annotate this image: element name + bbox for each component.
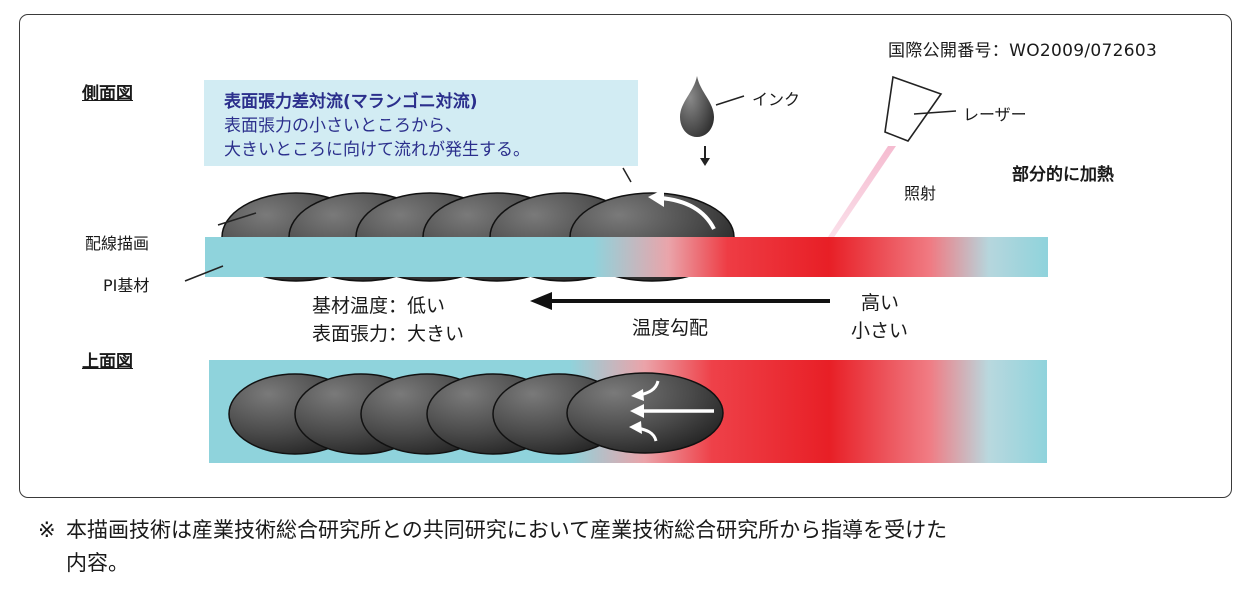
flow-arrow-icon: [648, 189, 716, 230]
diagram-frame: [19, 14, 1232, 498]
footnote: ※ 本描画技術は産業技術総合研究所との共同研究において産業技術総合研究所から指導を…: [38, 514, 1228, 580]
gradient-left-line1: 基材温度：低い: [312, 295, 446, 317]
marangoni-box: 表面張力差対流(マランゴニ対流) 表面張力の小さいところから、 大きいところに向…: [204, 80, 638, 166]
irradiation-label: 照射: [904, 184, 937, 203]
gradient-arrow: [530, 292, 830, 310]
substrate-pointer: [184, 265, 224, 282]
footnote-line2: 内容。: [66, 551, 129, 575]
top-view-title: 上面図: [82, 352, 133, 372]
top-flow-arrows-icon: [629, 380, 714, 442]
laser-beam: [818, 146, 896, 252]
wiring-pointer: [217, 212, 257, 226]
marangoni-line2: 表面張力の小さいところから、: [224, 116, 462, 136]
patent-number: 国際公開番号：WO2009/072603: [888, 41, 1158, 61]
marangoni-title: 表面張力差対流(マランゴニ対流): [224, 92, 478, 112]
marangoni-pointer: [622, 167, 632, 183]
gradient-left-line2: 表面張力：大きい: [312, 323, 465, 345]
side-view-title: 側面図: [82, 84, 133, 104]
laser-head-icon: [884, 75, 957, 142]
laser-label: レーザー: [963, 105, 1027, 124]
ink-label: インク: [752, 90, 801, 109]
side-substrate: [205, 237, 1048, 277]
partial-heating-label: 部分的に加熱: [1012, 165, 1114, 185]
gradient-right-line1: 高い: [861, 292, 900, 314]
wiring-label: 配線描画: [85, 234, 150, 253]
footnote-line1: 本描画技術は産業技術総合研究所との共同研究において産業技術総合研究所から指導を受…: [66, 518, 948, 542]
ink-drop-icon: [680, 76, 745, 166]
substrate-label: PI基材: [103, 276, 150, 295]
marangoni-line3: 大きいところに向けて流れが発生する。: [224, 140, 530, 160]
gradient-arrow-label: 温度勾配: [632, 317, 709, 339]
top-ink-circles: [228, 372, 724, 455]
footnote-mark: ※: [38, 518, 56, 542]
gradient-right-line2: 小さい: [851, 320, 909, 342]
